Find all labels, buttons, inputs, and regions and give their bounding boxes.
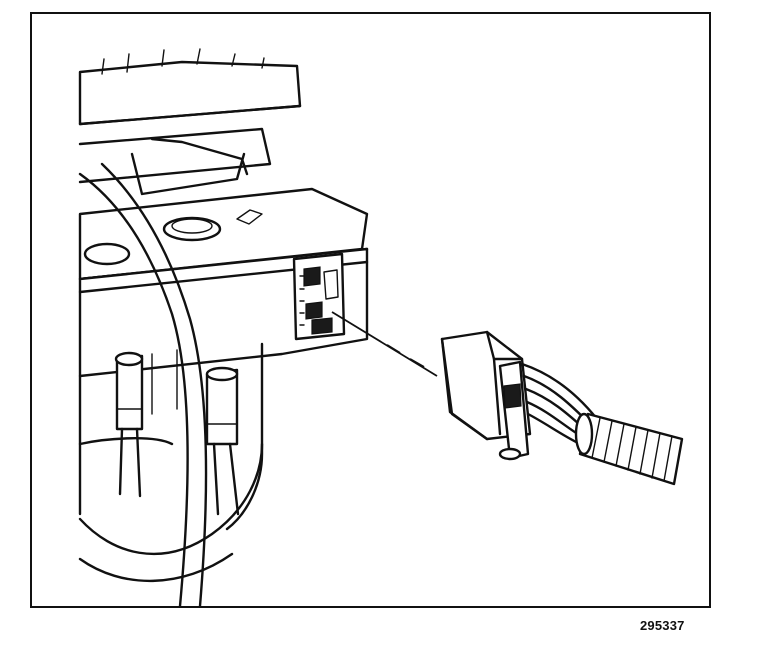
connector-illustration [78, 48, 684, 606]
switch-connector-cavity [292, 252, 346, 341]
harness-wrap [574, 412, 684, 486]
harness-connector [440, 330, 532, 461]
figure-id-label: 295337 [640, 618, 685, 633]
column-upper-housing [78, 48, 302, 196]
illustration-frame [30, 12, 711, 608]
alignment-line [331, 311, 438, 377]
wire-posts [114, 349, 240, 516]
column-lower-body [78, 342, 264, 583]
column-tube [78, 162, 208, 606]
